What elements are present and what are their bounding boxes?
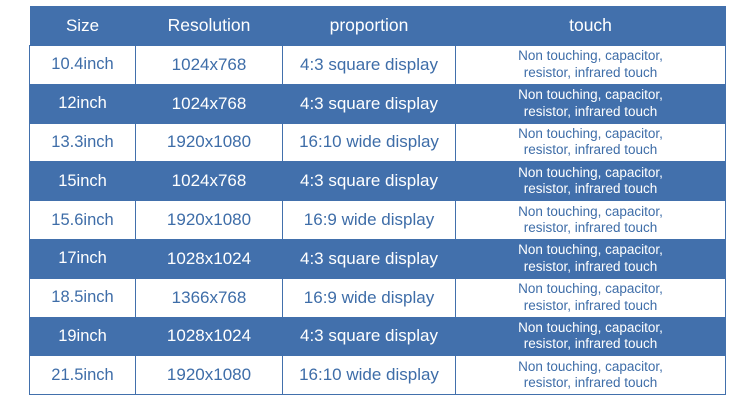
cell-size: 12inch [29, 83, 136, 124]
cell-touch-line2: resistor, infrared touch [523, 64, 658, 80]
cell-touch-line2: resistor, infrared touch [523, 220, 658, 236]
cell-proportion: 4:3 square display [282, 45, 456, 85]
cell-resolution: 1024x768 [135, 83, 283, 124]
cell-touch-line1: Non touching, capacitor, [518, 358, 663, 374]
column-header-size: Size [29, 6, 136, 46]
table-header: Size Resolution proportion touch [29, 6, 726, 46]
cell-touch-line2: resistor, infrared touch [523, 181, 658, 197]
cell-touch: Non touching, capacitor,resistor, infrar… [455, 277, 726, 318]
cell-size: 18.5inch [29, 277, 136, 318]
cell-touch-line1: Non touching, capacitor, [518, 87, 663, 103]
cell-touch-line1: Non touching, capacitor, [518, 48, 663, 64]
cell-size: 21.5inch [29, 355, 136, 396]
cell-resolution: 1028x1024 [135, 316, 283, 357]
display-specification-table: Size Resolution proportion touch 10.4inc… [29, 6, 726, 396]
cell-proportion: 4:3 square display [282, 316, 456, 357]
cell-size: 15.6inch [29, 200, 136, 240]
cell-resolution: 1024x768 [135, 45, 283, 85]
cell-resolution: 1920x1080 [135, 122, 283, 163]
cell-proportion: 4:3 square display [282, 161, 456, 202]
cell-touch-line1: Non touching, capacitor, [518, 203, 663, 219]
cell-touch-line2: resistor, infrared touch [523, 375, 658, 391]
cell-touch: Non touching, capacitor,resistor, infrar… [455, 122, 726, 163]
cell-touch-line1: Non touching, capacitor, [518, 126, 663, 142]
cell-touch: Non touching, capacitor,resistor, infrar… [455, 200, 726, 240]
cell-touch: Non touching, capacitor,resistor, infrar… [455, 238, 726, 279]
cell-touch-line2: resistor, infrared touch [523, 142, 658, 158]
cell-touch: Non touching, capacitor,resistor, infrar… [455, 355, 726, 396]
cell-touch-line2: resistor, infrared touch [523, 336, 658, 352]
cell-proportion: 16:10 wide display [282, 355, 456, 396]
cell-touch-line2: resistor, infrared touch [523, 297, 658, 313]
cell-touch-line1: Non touching, capacitor, [518, 164, 663, 180]
cell-resolution: 1920x1080 [135, 355, 283, 396]
cell-size: 15inch [29, 161, 136, 202]
column-header-touch: touch [455, 6, 726, 46]
cell-touch: Non touching, capacitor,resistor, infrar… [455, 316, 726, 357]
cell-proportion: 4:3 square display [282, 238, 456, 279]
cell-size: 13.3inch [29, 122, 136, 163]
table-header-row: Size Resolution proportion touch [29, 6, 726, 46]
cell-touch-line2: resistor, infrared touch [523, 258, 658, 274]
cell-size: 10.4inch [29, 45, 136, 85]
cell-proportion: 16:10 wide display [282, 122, 456, 163]
cell-proportion: 16:9 wide display [282, 200, 456, 240]
cell-touch-line1: Non touching, capacitor, [518, 320, 663, 335]
cell-size: 17inch [29, 238, 136, 279]
cell-size: 19inch [29, 316, 136, 357]
cell-touch: Non touching, capacitor,resistor, infrar… [455, 45, 726, 85]
spec-table-container: Size Resolution proportion touch 10.4inc… [29, 6, 726, 396]
cell-touch-line1: Non touching, capacitor, [518, 281, 663, 297]
cell-proportion: 16:9 wide display [282, 277, 456, 318]
cell-resolution: 1366x768 [135, 277, 283, 318]
cell-touch-line1: Non touching, capacitor, [518, 242, 663, 258]
cell-resolution: 1028x1024 [135, 238, 283, 279]
cell-resolution: 1024x768 [135, 161, 283, 202]
cell-resolution: 1920x1080 [135, 200, 283, 240]
cell-touch: Non touching, capacitor,resistor, infrar… [455, 161, 726, 202]
cell-proportion: 4:3 square display [282, 83, 456, 124]
cell-touch-line2: resistor, infrared touch [523, 103, 658, 119]
cell-touch: Non touching, capacitor,resistor, infrar… [455, 83, 726, 124]
column-header-proportion: proportion [282, 6, 456, 46]
column-header-resolution: Resolution [135, 6, 283, 46]
